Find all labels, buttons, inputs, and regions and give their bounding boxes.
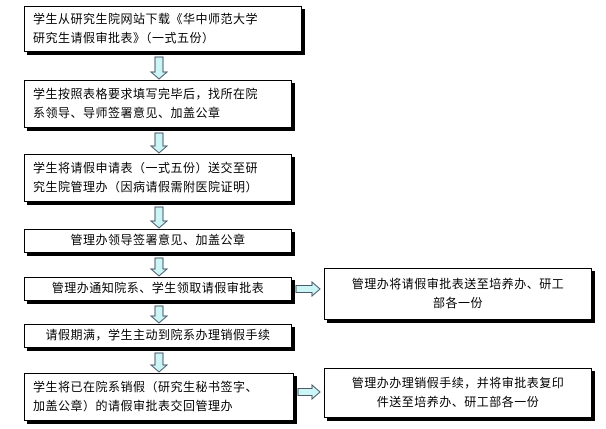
step-1-line-1: 学生从研究生院网站下载《华中师范大学 [33, 12, 259, 26]
right-arrow-to-side-note-1 [295, 280, 321, 298]
step-6-line-1: 请假期满，学生主动到院系办理销假手续 [45, 328, 271, 342]
step-2-fill-form: 学生按照表格要求填写完毕后，找所在院 系领导、导师签署意见、加盖公章 [24, 80, 292, 128]
side-note-2-line-2: 件送至培养办、研工部各一份 [376, 395, 540, 409]
step-4-line-1: 管理办领导签署意见、加盖公章 [70, 233, 246, 247]
step-6-cancel-leave: 请假期满，学生主动到院系办理销假手续 [24, 324, 292, 348]
down-arrow-2-to-3 [149, 132, 169, 154]
step-2-line-2: 系领导、导师签署意见、加盖公章 [33, 106, 221, 120]
down-arrow-3-to-4 [149, 206, 169, 229]
down-arrow-5-to-6 [149, 305, 169, 324]
step-4-office-approval: 管理办领导签署意见、加盖公章 [24, 229, 292, 253]
step-3-submit-to-office: 学生将请假申请表（一式五份）送交至研 究生院管理办（因病请假需附医院证明） [24, 154, 292, 202]
step-3-line-1: 学生将请假申请表（一式五份）送交至研 [33, 161, 259, 175]
step-1-line-2: 研究生请假审批表》（一式五份） [33, 31, 215, 45]
right-arrow-to-side-note-2 [297, 383, 321, 401]
step-1-download-form: 学生从研究生院网站下载《华中师范大学 研究生请假审批表》（一式五份） [24, 6, 302, 52]
side-note-cancel-and-copy: 管理办办理销假手续，并将审批表复印 件送至培养办、研工部各一份 [324, 368, 592, 418]
step-5-line-1: 管理办通知院系、学生领取请假审批表 [51, 281, 265, 295]
step-7-line-1: 学生将已在院系销假（研究生秘书签字、 [33, 380, 259, 394]
step-7-return-form: 学生将已在院系销假（研究生秘书签字、 加盖公章）的请假审批表交回管理办 [24, 373, 294, 421]
side-note-1-line-2: 部各一份 [432, 296, 483, 310]
step-3-line-2: 究生院管理办（因病请假需附医院证明） [33, 180, 259, 194]
down-arrow-1-to-2 [149, 56, 169, 80]
down-arrow-6-to-7 [149, 352, 169, 373]
side-note-distribute-form: 管理办将请假审批表送至培养办、研工 部各一份 [324, 268, 592, 320]
down-arrow-4-to-5 [149, 257, 169, 277]
side-note-1-line-1: 管理办将请假审批表送至培养办、研工 [351, 277, 565, 291]
step-2-line-1: 学生按照表格要求填写完毕后，找所在院 [33, 87, 259, 101]
side-note-2-line-1: 管理办办理销假手续，并将审批表复印 [351, 376, 565, 390]
step-5-notify-pickup: 管理办通知院系、学生领取请假审批表 [24, 277, 292, 301]
step-7-line-2: 加盖公章）的请假审批表交回管理办 [33, 399, 234, 413]
